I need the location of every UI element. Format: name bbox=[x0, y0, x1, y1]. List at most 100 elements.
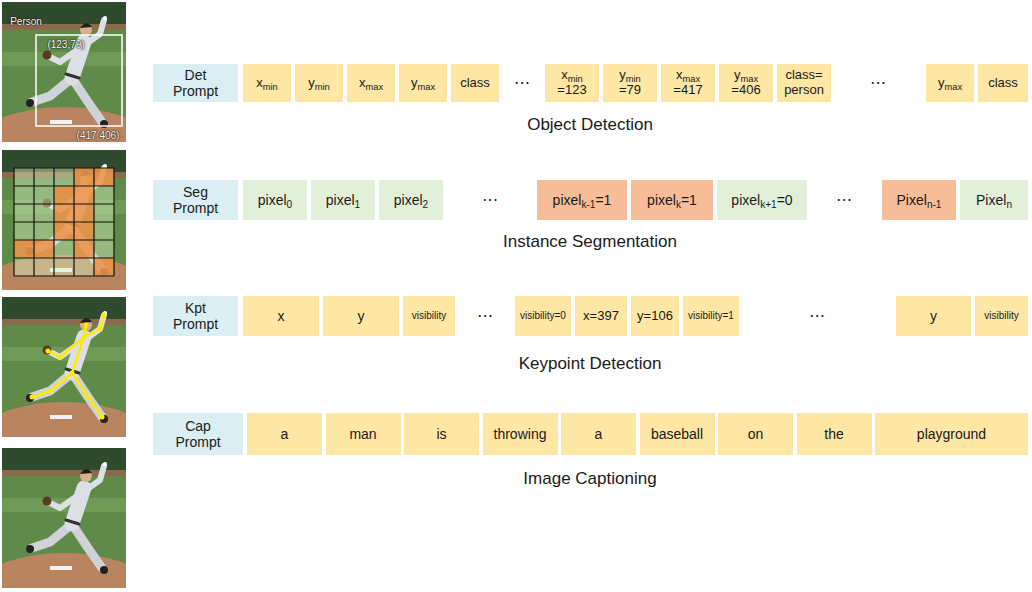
token-box: visibility bbox=[975, 296, 1028, 336]
token-box: baseball bbox=[640, 413, 715, 455]
token-text: class= person bbox=[784, 68, 824, 98]
token-text: baseball bbox=[651, 426, 703, 442]
token-box: throwing bbox=[483, 413, 558, 455]
token-text: pixelk+1=0 bbox=[731, 192, 792, 208]
subscript: k+1 bbox=[760, 199, 777, 210]
token-box: xmax bbox=[347, 64, 395, 102]
ellipsis: ⋯ bbox=[836, 191, 852, 209]
token-text: Seg Prompt bbox=[168, 184, 224, 216]
token-text: playground bbox=[917, 426, 986, 442]
subscript: min bbox=[568, 74, 583, 84]
pose-skeleton bbox=[30, 313, 107, 420]
token-box: y bbox=[323, 296, 399, 336]
mask-grid bbox=[14, 168, 114, 276]
token-text: on bbox=[748, 426, 764, 442]
token-text: xmax =417 bbox=[673, 68, 702, 98]
subscript: 0 bbox=[287, 199, 293, 210]
token-text: ymin =79 bbox=[619, 68, 641, 98]
token-text: x bbox=[278, 308, 285, 324]
token-box: visibility=0 bbox=[515, 296, 571, 336]
token-box: a bbox=[247, 413, 322, 455]
subscript: min bbox=[263, 81, 278, 91]
token-text: ymax bbox=[411, 76, 435, 91]
token-text: visibility bbox=[412, 310, 446, 322]
token-text: visibility=1 bbox=[688, 310, 734, 322]
subscript: 1 bbox=[355, 199, 361, 210]
photo-annotation: (123,79) bbox=[47, 39, 84, 50]
prompt-box: Kpt Prompt bbox=[153, 296, 238, 336]
ellipsis: ⋯ bbox=[870, 74, 886, 92]
token-text: x=397 bbox=[583, 309, 619, 324]
token-text: y bbox=[358, 308, 365, 324]
token-box: class bbox=[451, 64, 499, 102]
token-text: ymax =406 bbox=[731, 68, 760, 98]
token-text: xmin bbox=[256, 76, 278, 91]
token-box: the bbox=[797, 413, 872, 455]
subscript: max bbox=[365, 81, 383, 91]
token-box: on bbox=[718, 413, 793, 455]
prompt-box: Cap Prompt bbox=[153, 413, 243, 455]
token-text: a bbox=[281, 426, 289, 442]
token-text: class bbox=[460, 76, 490, 91]
subscript: max bbox=[417, 81, 435, 91]
subscript: k-1 bbox=[581, 199, 595, 210]
subscript: max bbox=[682, 74, 700, 84]
token-box: xmin bbox=[243, 64, 291, 102]
token-box: playground bbox=[875, 413, 1028, 455]
subscript: max bbox=[944, 81, 962, 91]
token-text: Pixeln-1 bbox=[897, 192, 942, 208]
token-box: xmin =123 bbox=[545, 64, 599, 102]
subscript: min bbox=[626, 74, 641, 84]
token-box: class bbox=[978, 64, 1028, 102]
token-box: ymin bbox=[295, 64, 343, 102]
prompt-box: Seg Prompt bbox=[153, 180, 238, 220]
subscript: k bbox=[676, 199, 681, 210]
token-text: the bbox=[824, 426, 843, 442]
ellipsis: ⋯ bbox=[809, 307, 825, 325]
token-text: pixel2 bbox=[394, 192, 428, 208]
token-box: visibility=1 bbox=[683, 296, 739, 336]
task-label: Keypoint Detection bbox=[519, 355, 662, 374]
pitcher-photo bbox=[0, 448, 159, 592]
subscript: 2 bbox=[423, 199, 429, 210]
token-text: Det Prompt bbox=[168, 67, 224, 99]
token-text: xmax bbox=[359, 76, 383, 91]
task-label: Instance Segmentation bbox=[503, 233, 677, 252]
subscript: min bbox=[315, 81, 330, 91]
token-text: is bbox=[436, 426, 446, 442]
photo-annotation: Person bbox=[10, 16, 42, 27]
token-box: man bbox=[326, 413, 401, 455]
token-text: a bbox=[595, 426, 603, 442]
bounding-box bbox=[36, 35, 122, 126]
token-box: ymin =79 bbox=[603, 64, 657, 102]
token-box: x=397 bbox=[575, 296, 627, 336]
token-text: pixel1 bbox=[326, 192, 360, 208]
token-box: a bbox=[561, 413, 636, 455]
token-text: ymin bbox=[308, 76, 330, 91]
token-box: class= person bbox=[777, 64, 831, 102]
token-text: throwing bbox=[494, 426, 547, 442]
token-text: y bbox=[930, 308, 937, 324]
token-text: Cap Prompt bbox=[170, 418, 226, 450]
subscript: max bbox=[740, 74, 758, 84]
token-box: Pixeln-1 bbox=[882, 180, 956, 220]
token-box: y bbox=[896, 296, 971, 336]
token-text: xmin =123 bbox=[557, 68, 586, 98]
token-text: Pixeln bbox=[976, 192, 1012, 208]
token-box: pixel0 bbox=[243, 180, 307, 220]
token-box: visibility bbox=[403, 296, 455, 336]
token-box: pixelk-1=1 bbox=[537, 180, 627, 220]
ellipsis: ⋯ bbox=[514, 74, 530, 92]
token-text: pixelk-1=1 bbox=[553, 192, 612, 208]
token-box: xmax =417 bbox=[661, 64, 715, 102]
token-box: pixel1 bbox=[311, 180, 375, 220]
photo-annotation: (417,406) bbox=[77, 130, 120, 141]
token-text: class bbox=[988, 76, 1018, 91]
token-text: visibility bbox=[984, 310, 1018, 322]
token-text: visibility=0 bbox=[520, 310, 566, 322]
token-box: Pixeln bbox=[960, 180, 1028, 220]
token-text: Kpt Prompt bbox=[168, 300, 224, 332]
token-text: pixelk=1 bbox=[647, 192, 697, 208]
token-box: pixelk+1=0 bbox=[717, 180, 807, 220]
